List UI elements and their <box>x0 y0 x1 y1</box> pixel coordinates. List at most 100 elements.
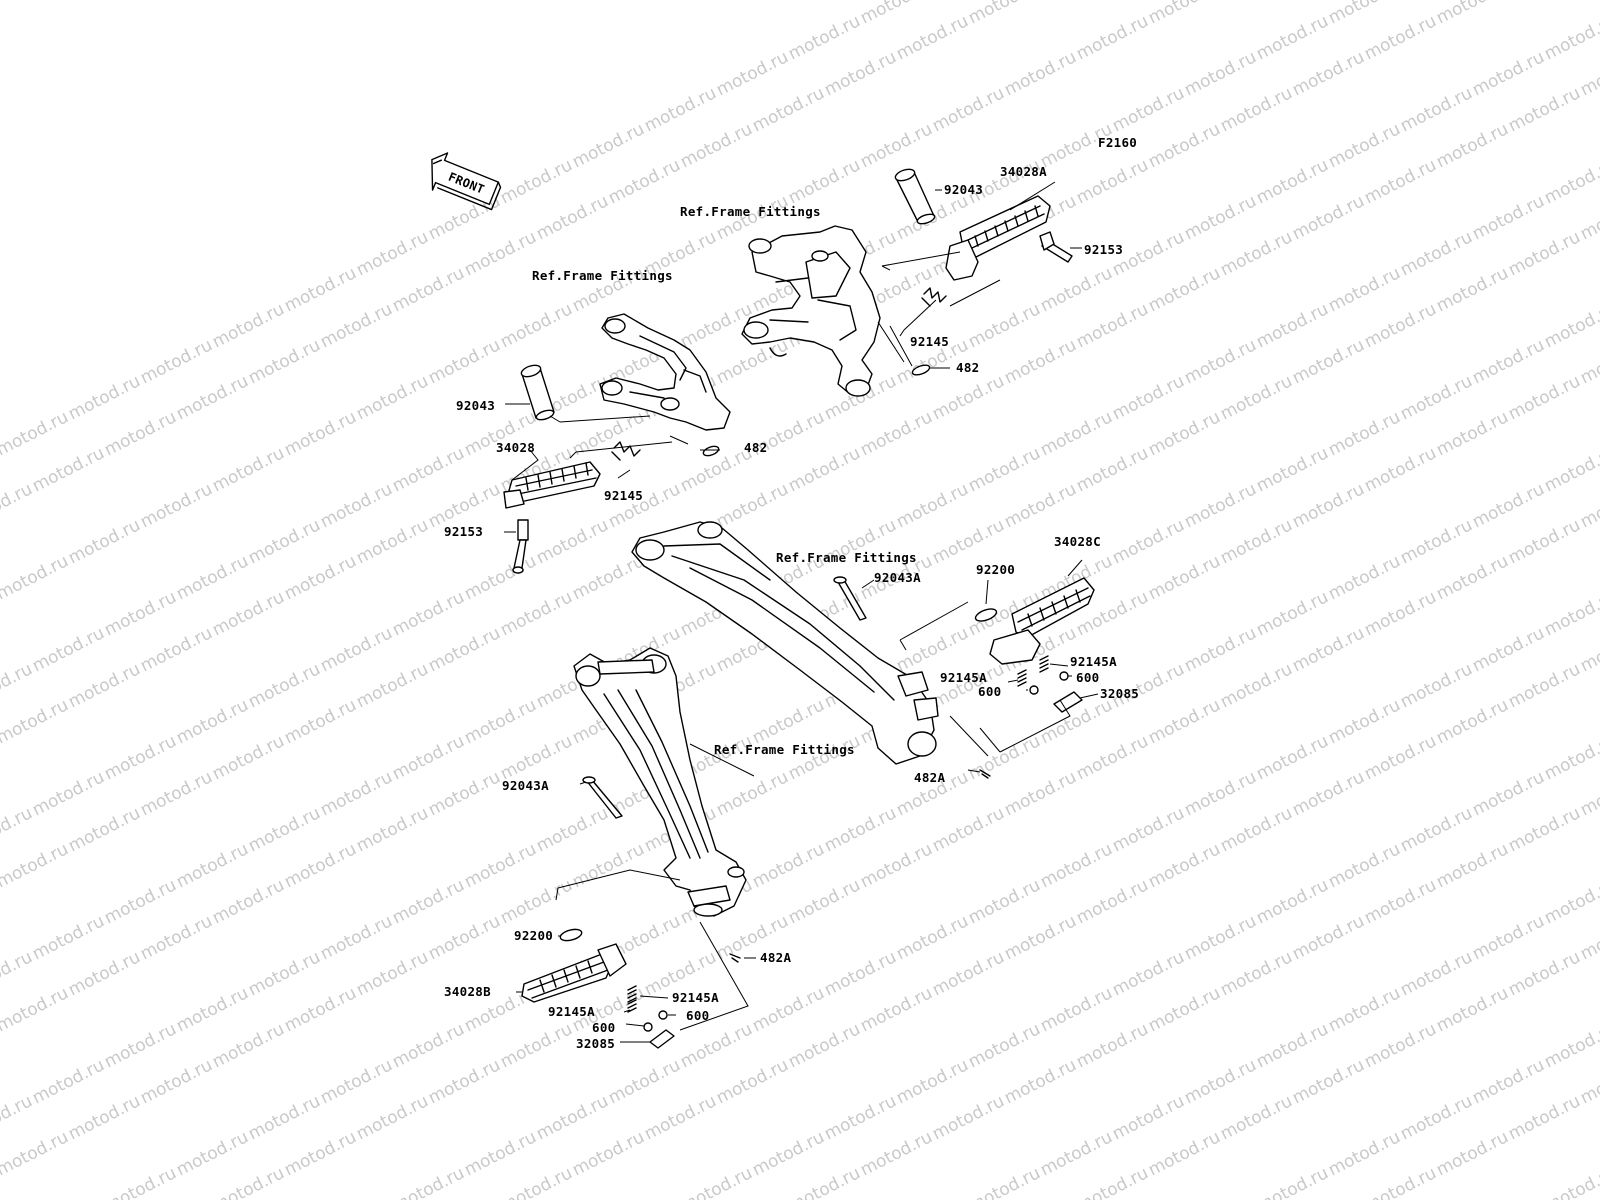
watermark-text: motod.ru <box>1145 1127 1224 1180</box>
watermark-text: motod.ru <box>281 695 360 748</box>
watermark-text: motod.ru <box>389 587 468 640</box>
watermark-text: motod.ru <box>29 911 108 964</box>
watermark-text: motod.ru <box>1397 371 1476 424</box>
watermark-text: motod.ru <box>1145 551 1224 604</box>
label-600-right-2: 600 <box>978 684 1001 699</box>
label-34028B: 34028B <box>444 984 491 999</box>
watermark-text: motod.ru <box>281 983 360 1036</box>
ball-600-left-2 <box>643 1022 653 1032</box>
watermark-text: motod.ru <box>1217 371 1296 424</box>
watermark-text: motod.ru <box>173 983 252 1036</box>
watermark-text: motod.ru <box>1037 407 1116 460</box>
cotter-482-top <box>911 364 931 376</box>
watermark-text: motod.ru <box>1505 1091 1584 1144</box>
rear-right-footpeg-assembly <box>631 521 1099 779</box>
watermark-text: motod.ru <box>749 695 828 748</box>
watermark-text: motod.ru <box>1289 767 1368 820</box>
watermark-text: motod.ru <box>533 803 612 856</box>
watermark-text: motod.ru <box>1541 11 1600 64</box>
watermark-text: motod.ru <box>1253 875 1332 928</box>
watermark-text: motod.ru <box>1505 371 1584 424</box>
watermark-text: motod.ru <box>101 407 180 460</box>
label-482A-right: 482A <box>914 770 945 785</box>
watermark-text: motod.ru <box>497 587 576 640</box>
watermark-text: motod.ru <box>1253 1019 1332 1072</box>
footpeg-34028B <box>521 943 627 1003</box>
watermark-text: motod.ru <box>1325 983 1404 1036</box>
watermark-text: motod.ru <box>533 191 612 244</box>
watermark-text: motod.ru <box>1505 83 1584 136</box>
watermark-text: motod.ru <box>29 767 108 820</box>
watermark-text: motod.ru <box>209 299 288 352</box>
watermark-text: motod.ru <box>1361 875 1440 928</box>
watermark-text: motod.ru <box>785 1163 864 1200</box>
watermark-text: motod.ru <box>1289 191 1368 244</box>
label-482A-left: 482A <box>760 950 791 965</box>
watermark-text: motod.ru <box>857 119 936 172</box>
watermark-text: motod.ru <box>1217 227 1296 280</box>
watermark-text: motod.ru <box>569 119 648 172</box>
label-92043-top: 92043 <box>944 182 983 197</box>
washer-92200-right <box>974 608 998 622</box>
plate-32085-right <box>1053 691 1083 713</box>
watermark-text: motod.ru <box>1217 83 1296 136</box>
watermark-text: motod.ru <box>1397 515 1476 568</box>
label-34028: 34028 <box>496 440 535 455</box>
label-92043A-left: 92043A <box>502 778 549 793</box>
watermark-text: motod.ru <box>785 443 864 496</box>
watermark-text: motod.ru <box>173 1127 252 1180</box>
watermark-text: motod.ru <box>1289 335 1368 388</box>
watermark-text: motod.ru <box>605 155 684 208</box>
watermark-text: motod.ru <box>1541 731 1600 784</box>
watermark-text: motod.ru <box>713 1055 792 1108</box>
watermark-text: motod.ru <box>1325 695 1404 748</box>
watermark-text: motod.ru <box>1145 119 1224 172</box>
watermark-text: motod.ru <box>173 371 252 424</box>
watermark-text: motod.ru <box>353 227 432 280</box>
watermark-text: motod.ru <box>785 731 864 784</box>
watermark-text: motod.ru <box>425 767 504 820</box>
watermark-text: motod.ru <box>929 803 1008 856</box>
watermark-text: motod.ru <box>821 947 900 1000</box>
watermark-text: motod.ru <box>1361 731 1440 784</box>
watermark-text: motod.ru <box>101 587 180 640</box>
front-left-footpeg-assembly <box>503 313 731 574</box>
watermark-text: motod.ru <box>1073 155 1152 208</box>
watermark-text: motod.ru <box>1145 263 1224 316</box>
spring-92145A-right-1 <box>1039 655 1049 673</box>
watermark-text: motod.ru <box>1577 335 1600 388</box>
watermark-text: motod.ru <box>1361 1163 1440 1200</box>
spring-92145A-left-2 <box>627 999 637 1013</box>
label-600-left-2: 600 <box>592 1020 615 1035</box>
watermark-text: motod.ru <box>101 731 180 784</box>
watermark-text: motod.ru <box>1577 191 1600 244</box>
watermark-text: motod.ru <box>1325 1127 1404 1180</box>
watermark-text: motod.ru <box>1145 983 1224 1036</box>
watermark-text: motod.ru <box>245 335 324 388</box>
watermark-text: motod.ru <box>1541 587 1600 640</box>
spring-92145-top <box>921 287 947 307</box>
watermark-text: motod.ru <box>1433 983 1512 1036</box>
watermark-text: motod.ru <box>1253 1163 1332 1200</box>
watermark-text: motod.ru <box>209 1019 288 1072</box>
watermark-text: motod.ru <box>857 983 936 1036</box>
watermark-text: motod.ru <box>209 875 288 928</box>
label-600-right-1: 600 <box>1076 670 1099 685</box>
watermark-text: motod.ru <box>821 1091 900 1144</box>
watermark-text: motod.ru <box>281 1127 360 1180</box>
watermark-text: motod.ru <box>1541 875 1600 928</box>
watermark-text: motod.ru <box>929 515 1008 568</box>
watermark-text: motod.ru <box>1397 227 1476 280</box>
watermark-text: motod.ru <box>209 731 288 784</box>
watermark-text: motod.ru <box>1073 299 1152 352</box>
watermark-text: motod.ru <box>0 659 36 712</box>
watermark-text: motod.ru <box>461 551 540 604</box>
watermark-text: motod.ru <box>1361 443 1440 496</box>
watermark-text: motod.ru <box>173 551 252 604</box>
cotter-482A-right <box>979 769 991 779</box>
watermark-text: motod.ru <box>1037 263 1116 316</box>
watermark-text: motod.ru <box>1469 47 1548 100</box>
watermark-text: motod.ru <box>317 767 396 820</box>
watermark-text: motod.ru <box>245 803 324 856</box>
label-92145A-right-1: 92145A <box>1070 654 1117 669</box>
